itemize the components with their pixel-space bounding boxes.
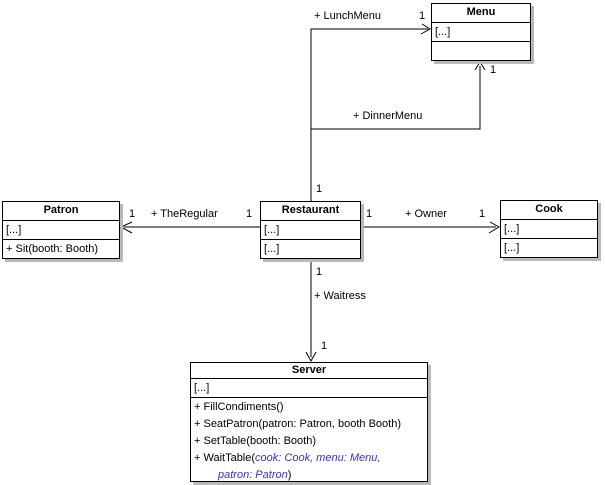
waittable-params-line2: patron: Patron (218, 469, 288, 481)
class-restaurant-title: Restaurant (261, 202, 360, 221)
association-theregular-arrowhead (119, 221, 133, 234)
class-menu-title: Menu (432, 4, 530, 23)
attribute-row: [...] (264, 224, 280, 236)
method-row: + Sit(booth: Booth) (6, 243, 99, 255)
method-row: + SeatPatron(patron: Patron, booth Booth… (194, 418, 401, 430)
association-label-lunchmenu: + LunchMenu (314, 10, 381, 22)
class-menu[interactable]: Menu [...] (431, 3, 531, 61)
method-row: + SetTable(booth: Booth) (194, 435, 316, 447)
method-row: [...] (264, 243, 280, 255)
multiplicity-theregular-source: 1 (246, 208, 253, 220)
class-restaurant-attributes: [...] (261, 221, 360, 240)
association-label-owner: + Owner (405, 208, 447, 220)
class-patron[interactable]: Patron [...] + Sit(booth: Booth) (2, 201, 120, 259)
method-row: + FillCondiments() (194, 401, 284, 413)
class-patron-methods: + Sit(booth: Booth) (3, 240, 119, 258)
class-cook-title: Cook (501, 201, 597, 220)
association-dinnermenu-arrowhead (474, 61, 486, 71)
multiplicity-lunchmenu-source: 1 (316, 183, 323, 195)
class-cook-methods: [...] (501, 239, 597, 257)
class-menu-methods (432, 42, 530, 60)
method-row-waittable-wrap: patron: Patron) (194, 467, 424, 481)
attribute-row: [...] (6, 224, 22, 236)
waittable-suffix: ) (287, 469, 292, 481)
attribute-row: [...] (435, 26, 451, 38)
association-label-dinnermenu: + DinnerMenu (353, 110, 423, 122)
attribute-row: [...] (504, 223, 520, 235)
class-server-title: Server (191, 363, 427, 379)
association-owner-arrowhead (488, 221, 500, 234)
waittable-params-line1: cook: Cook, menu: Menu, (255, 452, 381, 464)
multiplicity-waitress-target: 1 (321, 340, 328, 352)
association-waitress-arrowhead (305, 351, 317, 363)
class-server[interactable]: Server [...] + FillCondiments() + SeatPa… (190, 362, 428, 482)
attribute-row: [...] (194, 382, 210, 394)
multiplicity-theregular-target: 1 (129, 208, 136, 220)
class-patron-attributes: [...] (3, 221, 119, 240)
method-row-waittable: + WaitTable(cook: Cook, menu: Menu, (194, 450, 424, 467)
method-row: [...] (504, 242, 520, 254)
association-lunchmenu-arrowhead (420, 23, 431, 35)
multiplicity-owner-target: 1 (479, 208, 486, 220)
class-server-attributes: [...] (191, 379, 427, 398)
multiplicity-owner-source: 1 (366, 208, 373, 220)
multiplicity-lunchmenu-target: 1 (419, 10, 426, 22)
class-patron-title: Patron (3, 202, 119, 221)
class-server-methods: + FillCondiments() + SeatPatron(patron: … (191, 398, 427, 481)
association-label-waitress: + Waitress (314, 290, 366, 302)
class-menu-attributes: [...] (432, 23, 530, 42)
class-restaurant[interactable]: Restaurant [...] [...] (260, 201, 361, 259)
class-cook[interactable]: Cook [...] [...] (500, 200, 598, 258)
class-cook-attributes: [...] (501, 220, 597, 239)
waittable-prefix: + WaitTable( (194, 452, 256, 464)
multiplicity-waitress-source: 1 (316, 266, 323, 278)
association-label-theregular: + TheRegular (151, 208, 218, 220)
class-restaurant-methods: [...] (261, 240, 360, 258)
multiplicity-dinnermenu-target: 1 (490, 64, 497, 76)
